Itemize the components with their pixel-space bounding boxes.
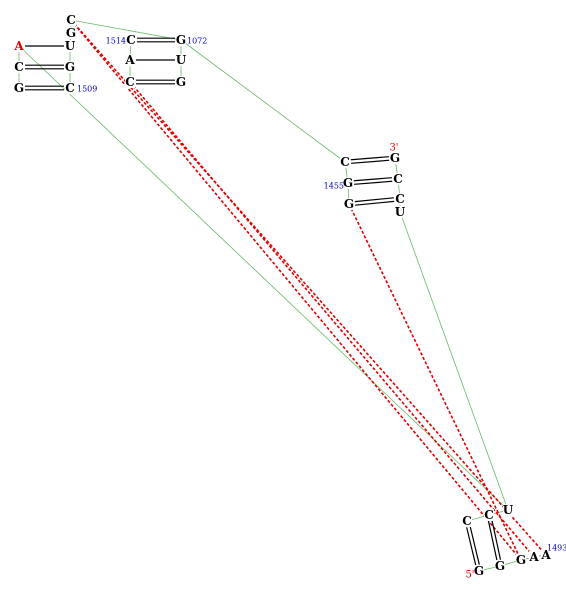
nucleotide-background [65, 61, 75, 73]
nucleotide-background [462, 515, 472, 527]
nucleotide-background [393, 173, 403, 185]
nucleotide-background [176, 34, 186, 46]
watson-crick-pair-line [491, 520, 502, 560]
nucleotide-g: G [176, 33, 186, 47]
nucleotide-background [474, 565, 484, 577]
watson-crick-pair-line [354, 180, 393, 185]
nucleotide-background [14, 61, 24, 73]
watson-crick-pair-line [350, 156, 389, 161]
tertiary-interaction-line [70, 19, 547, 556]
nucleotide-a: A [540, 548, 551, 562]
nucleotide-a: A [124, 53, 135, 67]
backbone-layer [18, 19, 547, 572]
nucleotide-background [176, 54, 186, 66]
watson-crick-pair-line [351, 159, 390, 164]
nucleotide-u: U [65, 39, 76, 53]
nucleotide-a: A [13, 39, 24, 53]
residue-index-label: 1493 [547, 544, 566, 553]
backbone-link [70, 19, 182, 41]
watson-crick-pair-line [353, 177, 392, 182]
nucleotide-c: C [126, 33, 136, 47]
tertiary-interaction-line [348, 203, 522, 561]
nucleotide-g: G [343, 176, 353, 190]
nucleotide-background [343, 177, 353, 189]
residue-index-label: 1509 [77, 85, 97, 94]
nucleotide-u: U [395, 205, 406, 219]
nucleotide-background [395, 193, 405, 205]
backbone-link [180, 39, 346, 163]
nucleotide-background [176, 76, 186, 88]
nucleotide-c: C [340, 155, 350, 169]
residue-index-label: 1455 [324, 182, 344, 191]
nucleotide-background [541, 549, 551, 561]
nucleotide-background [484, 509, 494, 521]
watson-crick-pair-line [487, 521, 498, 561]
nucleotide-background [125, 76, 135, 88]
nucleotide-background [340, 156, 350, 168]
nucleotide-background [66, 27, 76, 39]
nucleotide-g: G [65, 60, 75, 74]
nucleotide-background [14, 82, 24, 94]
nucleotide-background [65, 40, 75, 52]
nucleotide-background [495, 560, 505, 572]
nucleotide-background [14, 40, 24, 52]
tertiary-interaction-line [70, 19, 522, 561]
residue-index-label: 1514 [106, 37, 126, 46]
nucleotide-g: G [474, 564, 484, 578]
nucleotide-c: C [484, 508, 494, 522]
backbone-link [399, 211, 509, 511]
strand-end-label: 3' [389, 143, 398, 154]
nucleotide-background [529, 551, 539, 563]
nucleotide-background [126, 34, 136, 46]
nucleotide-g: G [390, 151, 400, 165]
nucleotide-background [65, 82, 75, 94]
nucleotide-c: C [65, 81, 75, 95]
nucleotide-c: C [395, 192, 405, 206]
nucleotide-a: A [528, 550, 539, 564]
watson-crick-pair-line [469, 526, 480, 565]
nucleotide-c: C [393, 172, 403, 186]
nucleotide-c: C [125, 75, 135, 89]
nucleotide-g: G [495, 559, 505, 573]
nucleotide-g: G [14, 81, 24, 95]
nucleotide-background [395, 206, 405, 218]
tertiary-interaction-layer [70, 19, 547, 561]
residue-index-label: 1072 [187, 37, 207, 46]
nucleotide-background [344, 198, 354, 210]
nucleotide-background [516, 554, 526, 566]
nucleotide-c: C [462, 514, 472, 528]
nucleotide-background [125, 54, 135, 66]
nucleotide-background [390, 152, 400, 164]
backbone-link [18, 45, 509, 511]
watson-crick-pair-line [466, 527, 477, 566]
nucleotide-u: U [503, 503, 514, 517]
base-pair-layer [25, 37, 502, 566]
nucleotide-g: G [516, 553, 526, 567]
strand-end-label: 5' [465, 570, 474, 581]
nucleotide-g: G [66, 26, 76, 40]
watson-crick-pair-line [355, 200, 395, 206]
nucleotide-background [503, 504, 513, 516]
tertiary-interaction-line [129, 81, 535, 558]
label-layer: 1509 1514 1072 1455 1493 3' 5' [77, 37, 566, 581]
nucleotide-c: C [66, 13, 76, 27]
nucleotide-background [66, 14, 76, 26]
watson-crick-pair-line [354, 197, 394, 203]
nucleotide-g: G [344, 197, 354, 211]
nucleotide-u: U [176, 53, 187, 67]
nucleotide-g: G [176, 75, 186, 89]
nucleotide-c: C [14, 60, 24, 74]
